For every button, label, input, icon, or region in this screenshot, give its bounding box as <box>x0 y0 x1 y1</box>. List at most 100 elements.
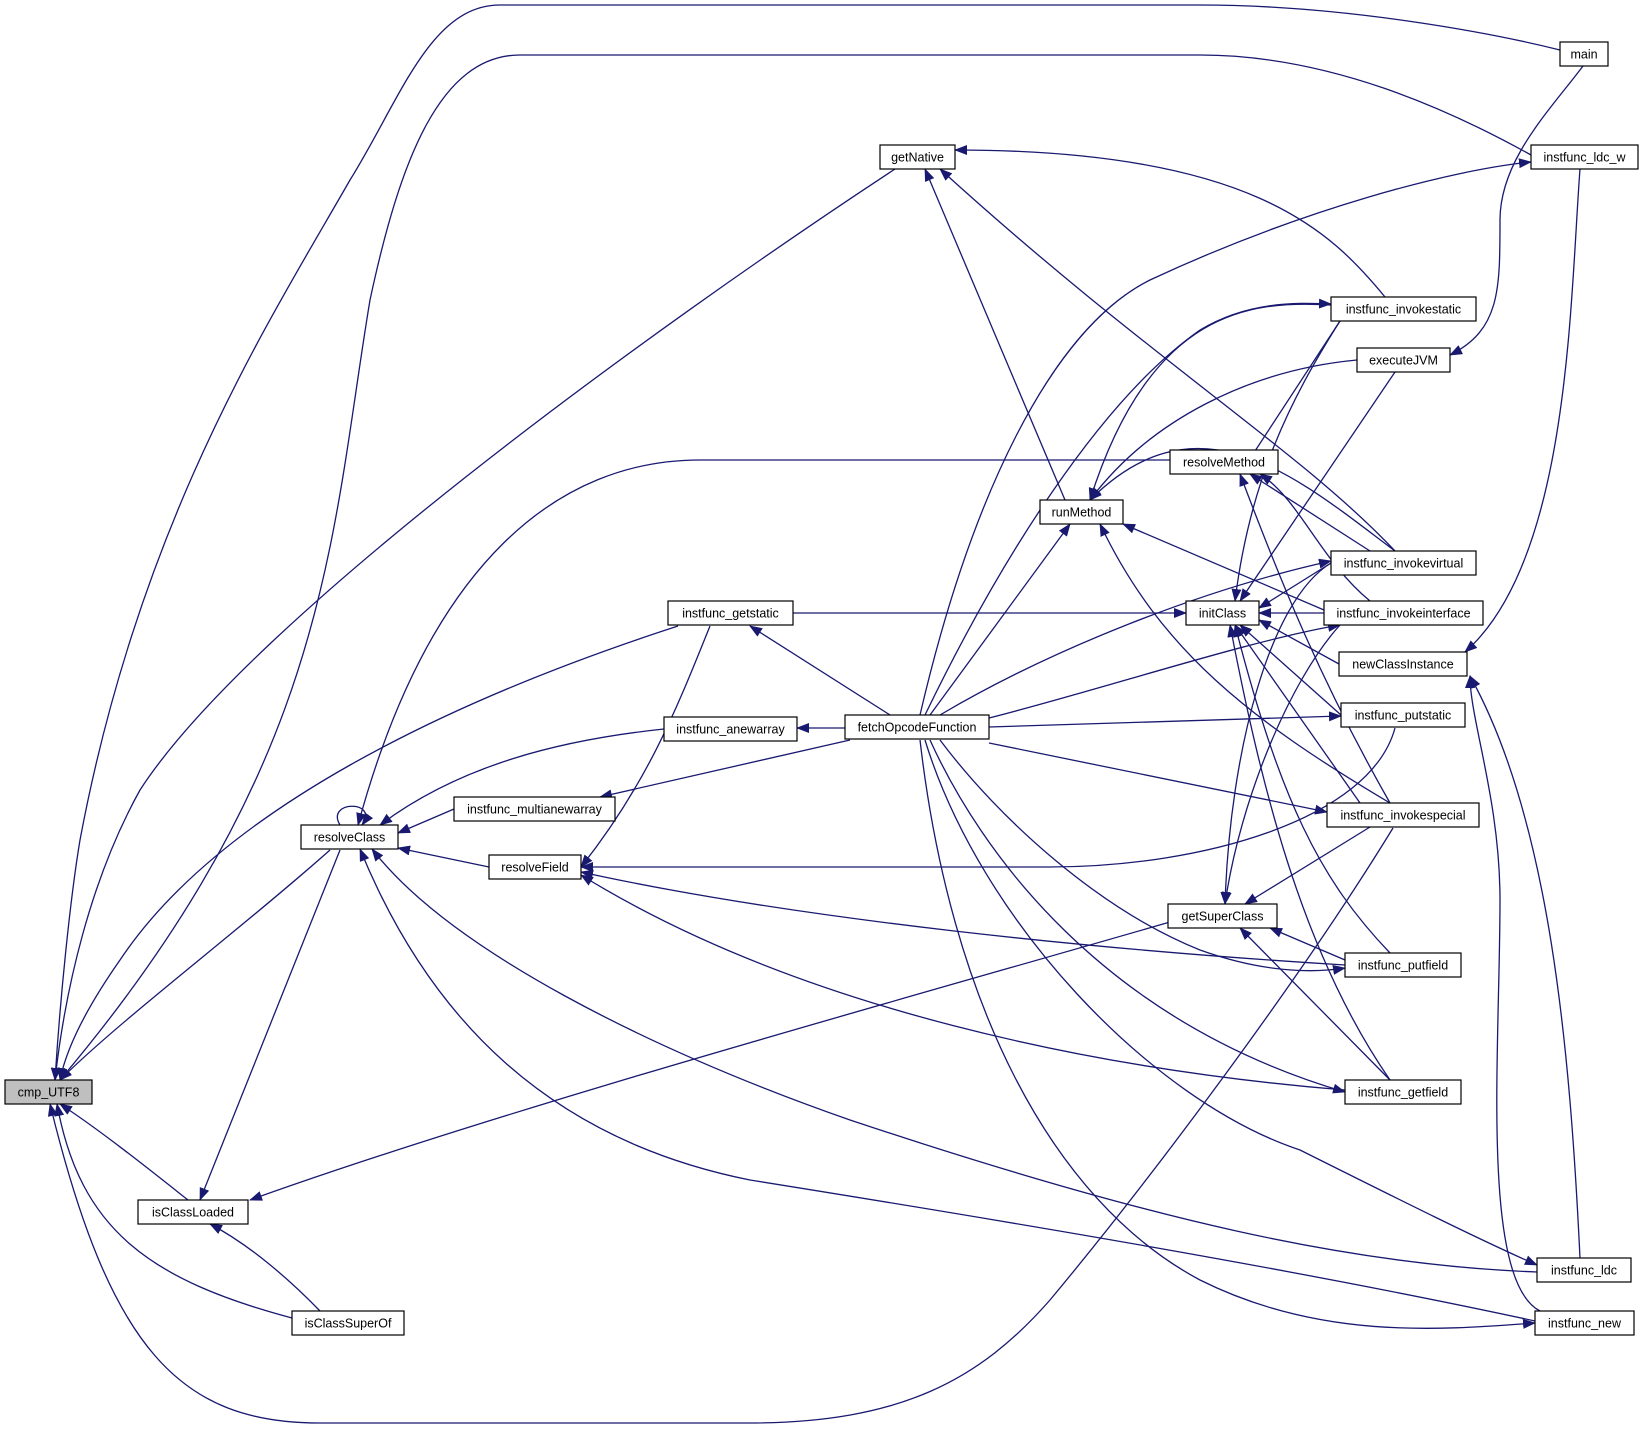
edge-isClassSuperOf-to-cmp_UTF8 <box>54 1103 293 1319</box>
edge-fetchOpcodeFunction-to-instfunc_putfield <box>939 739 1346 975</box>
edge-line <box>749 625 891 716</box>
edge-instfunc_invokespecial-to-initClass <box>1234 624 1361 804</box>
edge-instfunc_invokestatic-to-initClass <box>1231 320 1341 602</box>
edge-fetchOpcodeFunction-to-runMethod <box>929 523 1071 716</box>
edge-line <box>209 1223 321 1312</box>
node-label: isClassLoaded <box>152 1206 234 1220</box>
node-label: runMethod <box>1052 506 1112 520</box>
edge-line <box>379 728 665 826</box>
edge-line <box>1221 624 1341 905</box>
edge-instfunc_getstatic-to-resolveField <box>580 625 711 868</box>
node-initclass[interactable]: initClass <box>1185 600 1260 626</box>
edge-line <box>1227 624 1391 1081</box>
edge-instfunc_putstatic-to-resolveField <box>580 727 1396 872</box>
node-label: instfunc_ldc <box>1551 1264 1617 1278</box>
node-instfunc-invokespecial[interactable]: instfunc_invokespecial <box>1326 802 1480 828</box>
edge-line <box>1249 473 1371 552</box>
node-instfunc-invokestatic[interactable]: instfunc_invokestatic <box>1330 296 1477 322</box>
edge-line <box>1259 473 1371 602</box>
node-instfunc-getstatic[interactable]: instfunc_getstatic <box>667 600 794 626</box>
edge-line <box>59 1103 189 1201</box>
edge-line <box>1239 927 1391 1081</box>
edge-line <box>359 848 1536 1322</box>
edge-line <box>580 727 1396 872</box>
edge-instfunc_putfield-to-resolveField <box>580 869 1346 966</box>
node-instfunc-new[interactable]: instfunc_new <box>1534 1310 1635 1336</box>
edge-instfunc_invokevirtual-to-initClass <box>1258 562 1332 609</box>
node-resolveclass[interactable]: resolveClass <box>300 824 399 850</box>
edge-fetchOpcodeFunction-to-instfunc_getstatic <box>749 625 891 716</box>
node-resolvemethod[interactable]: resolveMethod <box>1169 449 1279 475</box>
node-getnative[interactable]: getNative <box>879 144 956 170</box>
node-instfunc-multianewarray[interactable]: instfunc_multianewarray <box>453 796 616 822</box>
node-label: instfunc_multianewarray <box>467 803 603 817</box>
edge-line <box>1220 562 1332 905</box>
node-instfunc-ldc-w[interactable]: instfunc_ldc_w <box>1530 144 1639 170</box>
node-instfunc-anewarray[interactable]: instfunc_anewarray <box>663 716 798 742</box>
edge-line <box>1464 168 1581 653</box>
node-getsuperclass[interactable]: getSuperClass <box>1167 903 1278 929</box>
edge-line <box>988 711 1342 728</box>
node-isclasssuperof[interactable]: isClassSuperOf <box>291 1310 405 1336</box>
edge-newClassInstance-to-initClass <box>1258 619 1340 665</box>
node-instfunc-invokevirtual[interactable]: instfunc_invokevirtual <box>1330 550 1477 576</box>
edge-instfunc_invokestatic-to-resolveMethod <box>1239 320 1341 475</box>
node-label: main <box>1570 48 1597 62</box>
node-cmp-utf8[interactable]: cmp_UTF8 <box>4 1079 93 1105</box>
edge-instfunc_invokevirtual-to-getNative <box>939 168 1396 552</box>
node-label: getSuperClass <box>1182 910 1264 924</box>
node-main[interactable]: main <box>1559 41 1609 67</box>
edge-resolveField-to-resolveClass <box>397 845 490 868</box>
edge-line <box>50 4 1561 1081</box>
node-fetchopcodefunction[interactable]: fetchOpcodeFunction <box>844 714 990 740</box>
node-label: instfunc_invokespecial <box>1340 809 1465 823</box>
edge-line <box>929 523 1071 716</box>
edge-line <box>51 168 896 1081</box>
node-instfunc-getfield[interactable]: instfunc_getfield <box>1344 1079 1462 1105</box>
edge-instfunc_invokevirtual-to-resolveMethod <box>1249 473 1371 552</box>
edge-line <box>1231 320 1341 602</box>
edge-line <box>371 848 1538 1273</box>
edge-instfunc_getfield-to-resolveField <box>580 874 1346 1091</box>
edge-line <box>924 298 1332 716</box>
edge-line <box>397 845 490 868</box>
edge-instfunc_multianewarray-to-resolveClass <box>397 808 455 834</box>
node-label: instfunc_putfield <box>1358 959 1448 973</box>
edge-line <box>1239 624 1342 716</box>
node-executejvm[interactable]: executeJVM <box>1356 347 1451 373</box>
edge-line <box>249 921 1171 1201</box>
edge-line <box>1239 320 1341 475</box>
node-label: instfunc_putstatic <box>1355 709 1452 723</box>
edge-fetchOpcodeFunction-to-instfunc_invokespecial <box>988 742 1328 815</box>
edge-line <box>1465 675 1541 1312</box>
edge-line <box>59 54 1532 1081</box>
node-instfunc-putstatic[interactable]: instfunc_putstatic <box>1340 702 1466 728</box>
node-newclassinstance[interactable]: newClassInstance <box>1338 651 1468 677</box>
edge-line <box>988 622 1341 719</box>
edge-line <box>919 158 1532 716</box>
node-label: newClassInstance <box>1352 658 1453 672</box>
node-label: executeJVM <box>1369 354 1438 368</box>
edge-instfunc_new-to-newClassInstance <box>1465 675 1541 1312</box>
edge-line <box>397 808 455 834</box>
edge-line <box>1089 359 1358 501</box>
node-isclassloaded[interactable]: isClassLoaded <box>137 1199 249 1225</box>
node-instfunc-putfield[interactable]: instfunc_putfield <box>1344 952 1462 978</box>
edge-line <box>1234 624 1361 804</box>
edge-fetchOpcodeFunction-to-instfunc_invokeinterface <box>988 622 1341 719</box>
node-runmethod[interactable]: runMethod <box>1039 499 1124 525</box>
node-instfunc-invokeinterface[interactable]: instfunc_invokeinterface <box>1323 600 1484 626</box>
edge-executeJVM-to-runMethod <box>1089 359 1358 501</box>
node-label: instfunc_getfield <box>1358 1086 1448 1100</box>
edge-resolveClass-to-resolveClass <box>336 805 374 826</box>
node-label: initClass <box>1199 607 1246 621</box>
node-instfunc-ldc[interactable]: instfunc_ldc <box>1536 1257 1632 1283</box>
node-resolvefield[interactable]: resolveField <box>488 854 582 880</box>
edge-fetchOpcodeFunction-to-instfunc_multianewarray <box>599 739 851 800</box>
edge-resolveMethod-to-resolveClass <box>356 459 1170 826</box>
edge-line <box>199 849 341 1201</box>
edge-instfunc_ldc_w-to-cmp_UTF8 <box>59 54 1532 1081</box>
edge-fetchOpcodeFunction-to-instfunc_invokestatic <box>924 298 1332 716</box>
node-label: instfunc_getstatic <box>682 607 779 621</box>
edge-fetchOpcodeFunction-to-instfunc_ldc_w <box>919 158 1532 716</box>
